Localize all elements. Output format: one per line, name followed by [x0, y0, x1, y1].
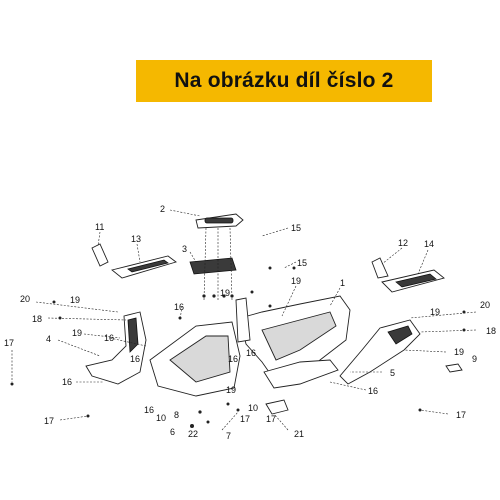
part-21-bracket[interactable] — [265, 399, 289, 415]
callout-9: 9 — [472, 354, 477, 364]
callout-labels: 2 15 11 13 3 15 19 1 12 14 20 19 18 16 1… — [4, 204, 496, 441]
callout-2: 2 — [160, 204, 165, 214]
part-14-right-grille[interactable] — [381, 269, 445, 293]
leader-lines — [11, 209, 477, 431]
callout-16: 16 — [174, 302, 184, 312]
part-8-screw[interactable] — [198, 410, 202, 414]
callout-16: 16 — [368, 386, 378, 396]
callout-13: 13 — [131, 234, 141, 244]
callout-19: 19 — [454, 347, 464, 357]
callout-6: 6 — [170, 427, 175, 437]
callout-15: 15 — [291, 223, 301, 233]
callout-17: 17 — [456, 410, 466, 420]
callout-22: 22 — [188, 429, 198, 439]
part-number-banner: Na obrázku díl číslo 2 — [136, 60, 432, 102]
callout-17: 17 — [44, 416, 54, 426]
callout-10: 10 — [248, 403, 258, 413]
callout-16: 16 — [144, 405, 154, 415]
part-13-left-grille[interactable] — [111, 255, 177, 279]
callout-19: 19 — [226, 385, 236, 395]
callout-15: 15 — [297, 258, 307, 268]
callout-3: 3 — [182, 244, 187, 254]
callout-11: 11 — [95, 222, 104, 232]
callout-16: 16 — [62, 377, 72, 387]
center-frame[interactable] — [149, 297, 251, 397]
callout-18: 18 — [32, 314, 42, 324]
callout-16: 16 — [104, 333, 114, 343]
part-4-left-panel[interactable] — [85, 311, 147, 385]
callout-21: 21 — [294, 429, 304, 439]
callout-16: 16 — [246, 348, 256, 358]
callout-10: 10 — [156, 413, 166, 423]
callout-8: 8 — [174, 410, 179, 420]
part-12-right-cap[interactable] — [371, 257, 389, 279]
callout-5: 5 — [390, 368, 395, 378]
callout-16: 16 — [130, 354, 140, 364]
callout-7: 7 — [226, 431, 231, 441]
callout-20: 20 — [20, 294, 30, 304]
callout-16: 16 — [228, 354, 238, 364]
part-1-main-body[interactable] — [239, 295, 351, 389]
callout-20: 20 — [480, 300, 490, 310]
part-6-clip[interactable] — [190, 424, 194, 428]
fasteners — [10, 266, 466, 424]
callout-19: 19 — [72, 328, 82, 338]
callout-1: 1 — [340, 278, 345, 288]
part-3-clip-assembly[interactable] — [189, 227, 237, 301]
part-11-left-cap[interactable] — [91, 243, 109, 267]
callout-19: 19 — [220, 288, 230, 298]
part-5-right-panel[interactable] — [339, 319, 421, 385]
callout-19: 19 — [430, 307, 440, 317]
part-2-bracket[interactable] — [195, 213, 244, 229]
callout-12: 12 — [398, 238, 408, 248]
callout-18: 18 — [486, 326, 496, 336]
callout-19: 19 — [291, 276, 301, 286]
callout-17: 17 — [266, 414, 276, 424]
callout-19: 19 — [70, 295, 80, 305]
callout-17: 17 — [240, 414, 250, 424]
part-9-emblem[interactable] — [445, 363, 463, 373]
callout-17: 17 — [4, 338, 14, 348]
callout-4: 4 — [46, 334, 51, 344]
callout-14: 14 — [424, 239, 434, 249]
